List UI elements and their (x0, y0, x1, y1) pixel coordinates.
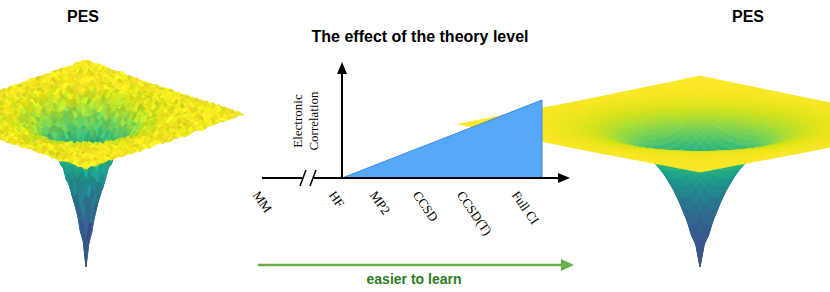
figure-stage: The effect of the theory levelPESElectro… (0, 0, 830, 292)
